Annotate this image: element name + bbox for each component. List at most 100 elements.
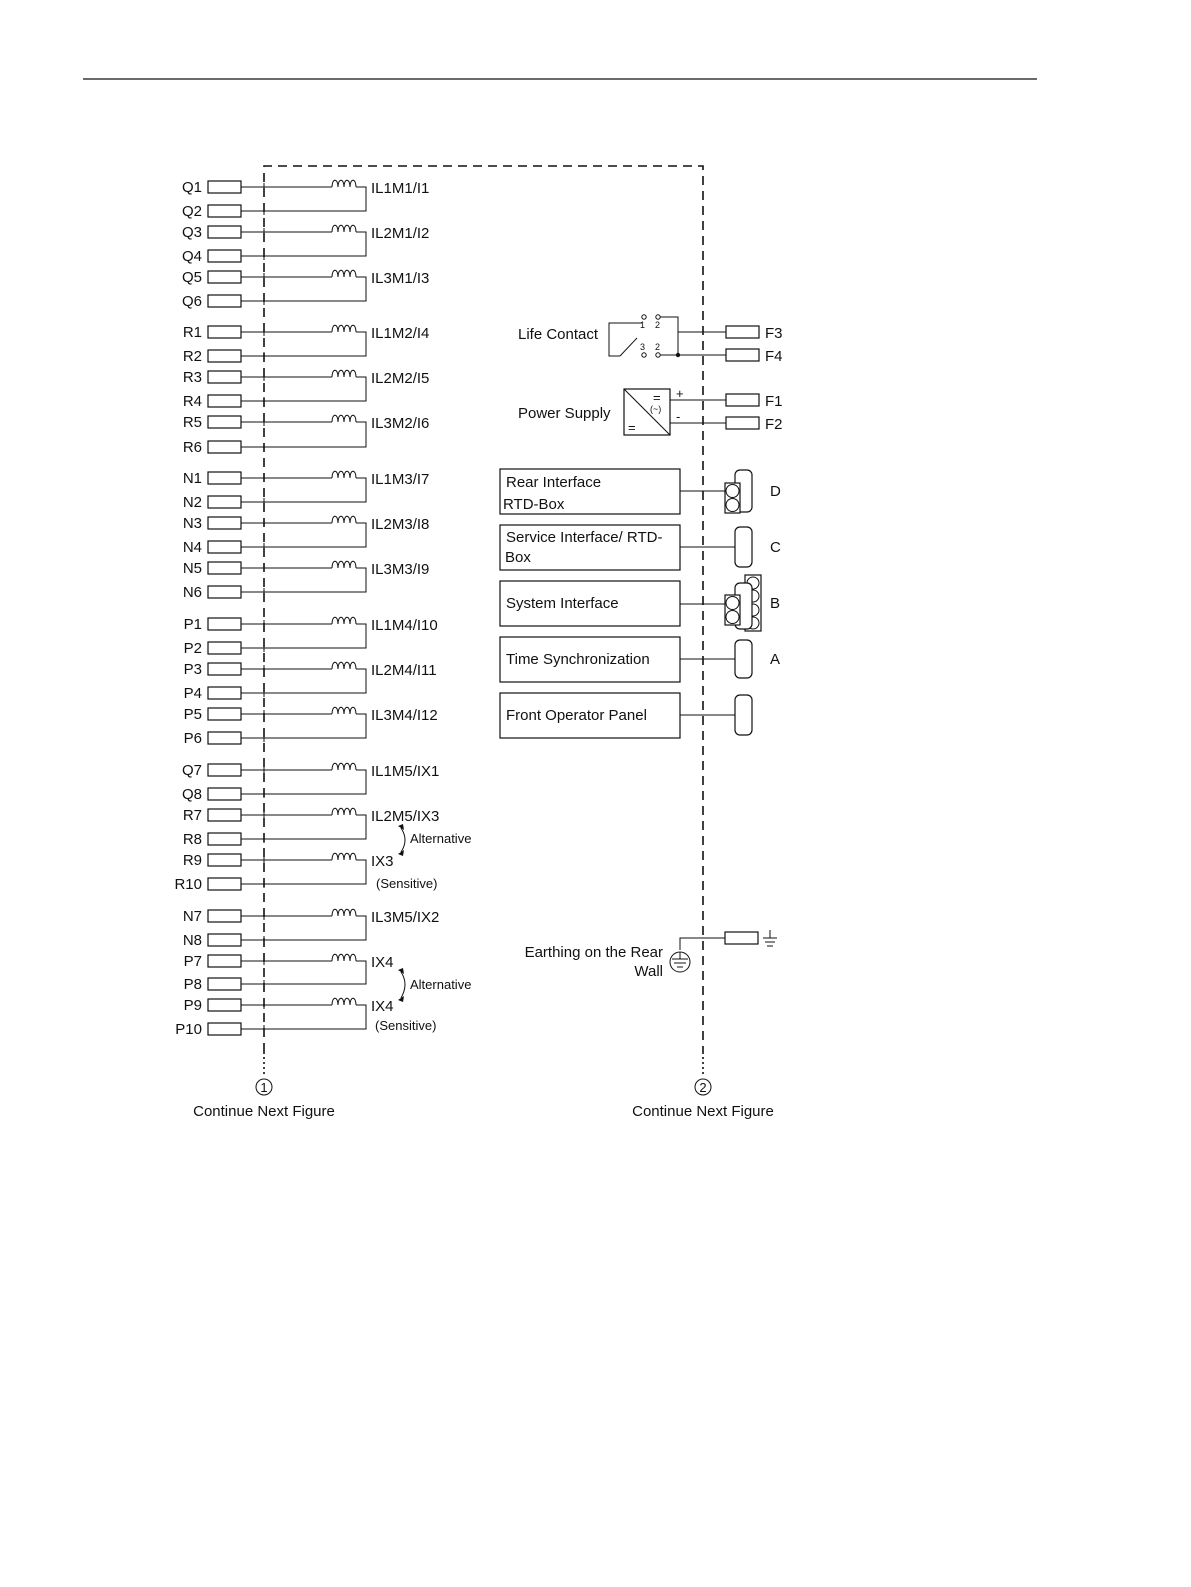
coil-input: IL2M2/I5 [268, 369, 429, 402]
terminal-earth [724, 931, 759, 945]
terminal-box [207, 294, 242, 308]
terminal-label: Q8 [182, 786, 202, 803]
terminal-box [207, 787, 242, 801]
life-contact-label: Life Contact [518, 326, 599, 343]
coil-icon [331, 470, 357, 479]
terminal-label: N6 [183, 584, 202, 601]
terminal-label: N5 [183, 560, 202, 577]
interface-d-line2: RTD-Box [503, 496, 565, 513]
terminal-box [207, 415, 242, 429]
coil-icon [331, 953, 357, 962]
terminal-label: P2 [184, 640, 202, 657]
terminal-q4: Q4 [182, 248, 268, 265]
terminal-label: N4 [183, 539, 202, 556]
terminal-q3: Q3 [182, 224, 268, 241]
terminal-p4: P4 [184, 685, 268, 702]
coil-input: IL2M5/IX3 [268, 807, 439, 840]
device-housing-outline [263, 165, 704, 1076]
terminal-box [207, 495, 242, 509]
coil-label: IX4 [371, 954, 394, 971]
coil-icon [331, 179, 357, 188]
coil-icon [331, 807, 357, 816]
alternative-label-1: Alternative [410, 831, 471, 846]
contact-num-4: 2 [655, 342, 660, 352]
coil-input: IL3M2/I6 [268, 414, 429, 448]
terminal-box [207, 325, 242, 339]
terminal-block-left: Q1Q2Q3Q4Q5Q6R1R2R3R4R5R6N1N2N3N4N5N6P1P2… [174, 179, 268, 1038]
terminal-r7: R7 [183, 807, 268, 824]
terminal-label: R1 [183, 324, 202, 341]
terminal-label: N2 [183, 494, 202, 511]
terminal-label: R2 [183, 348, 202, 365]
terminal-box [207, 249, 242, 263]
interface-system: System Interface B [499, 574, 780, 632]
terminal-f4 [725, 348, 760, 362]
terminal-label: Q7 [182, 762, 202, 779]
coil-label: IL3M5/IX2 [371, 909, 439, 926]
interface-a-line1: Time Synchronization [506, 651, 650, 668]
terminal-r4: R4 [183, 393, 268, 410]
port-b-label: B [770, 595, 780, 612]
earthing-line2: Wall [634, 963, 663, 980]
coil-label: IL1M3/I7 [371, 471, 429, 488]
terminal-label: N1 [183, 470, 202, 487]
alternative-label-2: Alternative [410, 977, 471, 992]
alternative-group-1: Alternative (Sensitive) [376, 824, 471, 891]
terminal-label: N7 [183, 908, 202, 925]
terminal-label: R8 [183, 831, 202, 848]
continue-right-label: Continue Next Figure [632, 1103, 774, 1120]
terminal-n3: N3 [183, 515, 268, 532]
terminal-f1 [725, 393, 760, 407]
terminal-label: P7 [184, 953, 202, 970]
interface-service-rtd: Service Interface/ RTD- Box C [499, 524, 781, 571]
coil-label: IX4 [371, 998, 394, 1015]
coil-icon [331, 324, 357, 333]
coil-label: IL2M2/I5 [371, 370, 429, 387]
terminal-label: Q6 [182, 293, 202, 310]
terminal-label: R10 [174, 876, 202, 893]
continue-left-label: Continue Next Figure [193, 1103, 335, 1120]
terminal-label: P10 [175, 1021, 202, 1038]
terminal-r3: R3 [183, 369, 268, 386]
terminal-f3-label: F3 [765, 325, 783, 342]
terminal-p6: P6 [184, 730, 268, 747]
terminal-n7: N7 [183, 908, 268, 925]
terminal-label: P4 [184, 685, 202, 702]
terminal-label: Q1 [182, 179, 202, 196]
plus-sign: + [676, 386, 684, 401]
terminal-f2-label: F2 [765, 416, 783, 433]
coil-icon [331, 414, 357, 423]
terminal-n1: N1 [183, 470, 268, 487]
coil-icon [331, 852, 357, 861]
coil-label: IL2M3/I8 [371, 516, 429, 533]
terminal-box [207, 763, 242, 777]
power-supply: Power Supply = (~) = + - F1 F2 [518, 386, 783, 436]
terminal-r9: R9 [183, 852, 268, 869]
ground-symbol-icon [763, 930, 777, 947]
coil-label: IL2M4/I11 [371, 662, 437, 679]
continue-left-circle [255, 1078, 273, 1096]
terminal-box [207, 877, 242, 891]
coil-label: IL3M2/I6 [371, 415, 429, 432]
coil-input: IL1M5/IX1 [268, 762, 439, 795]
coil-label: IX3 [371, 853, 394, 870]
coil-icon [331, 706, 357, 715]
terminal-label: P1 [184, 616, 202, 633]
terminal-label: P3 [184, 661, 202, 678]
earthing-line1: Earthing on the Rear [525, 944, 663, 961]
terminal-n8: N8 [183, 932, 268, 949]
life-contact: Life Contact 1 2 3 2 F3 F4 [518, 314, 783, 365]
terminal-f3 [725, 325, 760, 339]
coil-input: IL2M3/I8 [268, 515, 429, 548]
terminal-q1: Q1 [182, 179, 268, 196]
terminal-n4: N4 [183, 539, 268, 556]
coil-input: IL1M1/I1 [268, 179, 429, 212]
terminal-q8: Q8 [182, 786, 268, 803]
terminal-box [207, 998, 242, 1012]
terminal-label: P9 [184, 997, 202, 1014]
coil-label: IL1M1/I1 [371, 180, 429, 197]
terminal-box [207, 933, 242, 947]
terminal-r1: R1 [183, 324, 268, 341]
terminal-box [207, 808, 242, 822]
terminal-n2: N2 [183, 494, 268, 511]
